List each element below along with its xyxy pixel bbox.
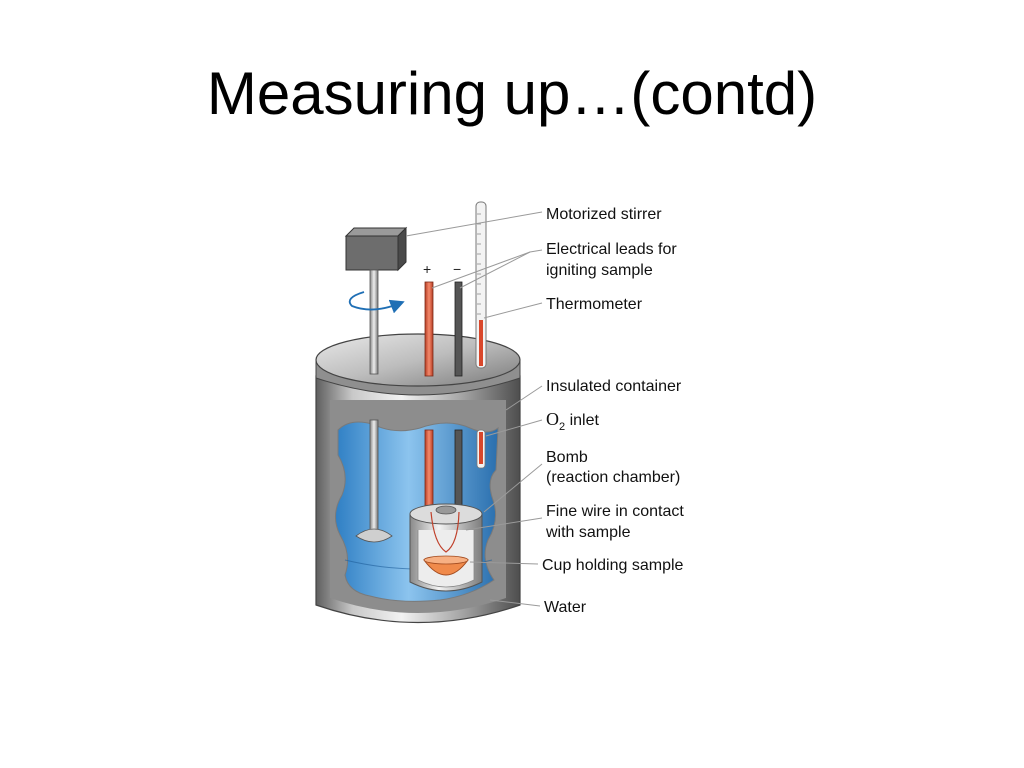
thermometer [475,201,487,469]
label-cup: Cup holding sample [542,557,684,574]
stirrer-shaft [355,269,393,543]
label-insulated-container: Insulated container [546,378,682,395]
slide-title: Measuring up…(contd) [206,60,818,127]
container-lid [315,333,521,396]
plus-sign: + [423,261,431,277]
label-fine-wire-line1: Fine wire in contact [546,503,684,520]
label-electrical-leads-line1: Electrical leads for [546,241,677,258]
fine-wire [430,511,460,553]
leader-lines [405,211,543,607]
label-water: Water [544,599,587,616]
sample-cup [423,555,469,576]
label-bomb-line2: (reaction chamber) [546,469,680,486]
rotation-arrow-icon [348,291,405,314]
minus-sign: − [453,261,461,277]
label-fine-wire-line2: with sample [545,524,631,541]
label-electrical-leads-line2: igniting sample [546,262,653,279]
label-motorized-stirrer: Motorized stirrer [546,206,662,223]
label-o2-inlet: O2 inlet [546,409,599,433]
stirrer-motor [344,226,408,272]
label-bomb-line1: Bomb [546,449,588,466]
label-thermometer: Thermometer [546,296,643,313]
bomb-chamber [409,503,483,592]
